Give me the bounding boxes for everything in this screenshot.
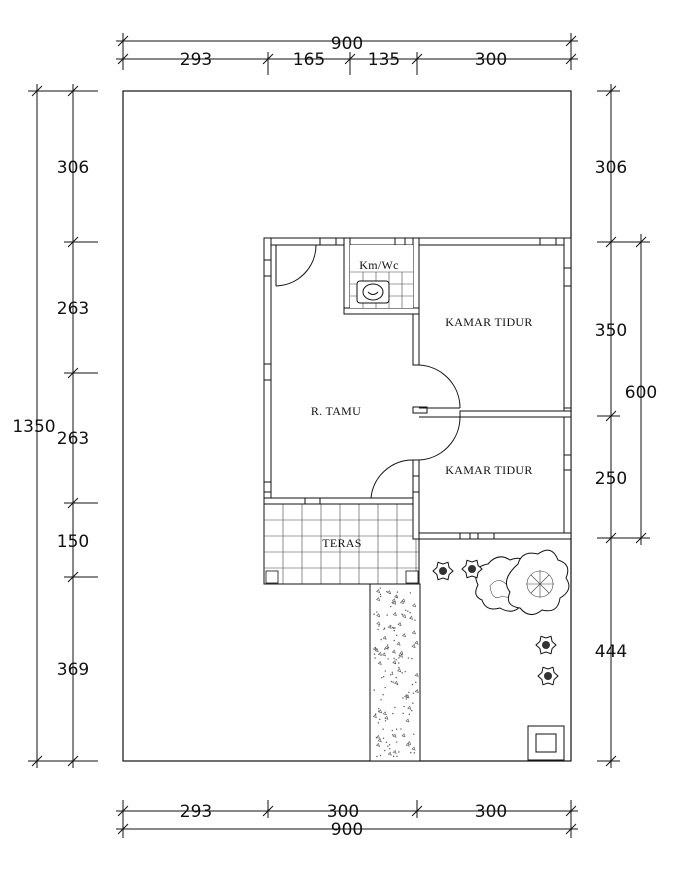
room-label-porch: TERAS [322,536,362,550]
dim-left-total: 1350 [12,417,55,437]
dim-left-seg-3: 263 [57,429,89,449]
dim-right-seg-2: 350 [595,321,627,341]
dim-top-seg-1: 293 [180,50,212,70]
dim-right-seg-4: 444 [595,642,627,662]
front-pathway [369,583,421,762]
room-label-toilet: Km/Wc [359,258,399,272]
building-walls [263,237,572,540]
bottom-dimension-lines [116,800,578,838]
dim-left-seg-2: 263 [57,299,89,319]
left-dimension-lines [28,84,98,768]
dim-bottom-seg-3: 300 [475,802,507,822]
dim-left-seg-1: 306 [57,158,89,178]
right-dimension-lines [597,84,650,768]
window-marks [264,238,571,539]
dim-bottom-seg-1: 293 [180,802,212,822]
dim-top-total: 900 [331,34,363,54]
toilet-fixtures [350,245,413,308]
door-swings [275,244,461,499]
garden-plants [432,549,570,761]
dim-top-seg-2: 165 [293,50,325,70]
room-label-living: R. TAMU [311,404,361,418]
dim-right-seg-1: 306 [595,158,627,178]
room-label-bedroom-2: KAMAR TIDUR [445,463,532,477]
dim-top-seg-4: 300 [475,50,507,70]
dim-bottom-seg-2: 300 [327,802,359,822]
dim-right-sub-total: 600 [625,383,657,403]
plot-boundary [122,90,572,762]
dim-left-seg-4: 150 [57,532,89,552]
dim-left-seg-5: 369 [57,660,89,680]
room-label-bedroom-1: KAMAR TIDUR [445,315,532,329]
dim-right-seg-3: 250 [595,469,627,489]
dim-bottom-total: 900 [331,820,363,840]
dim-top-seg-3: 135 [368,50,400,70]
top-dimension-lines [116,33,578,75]
